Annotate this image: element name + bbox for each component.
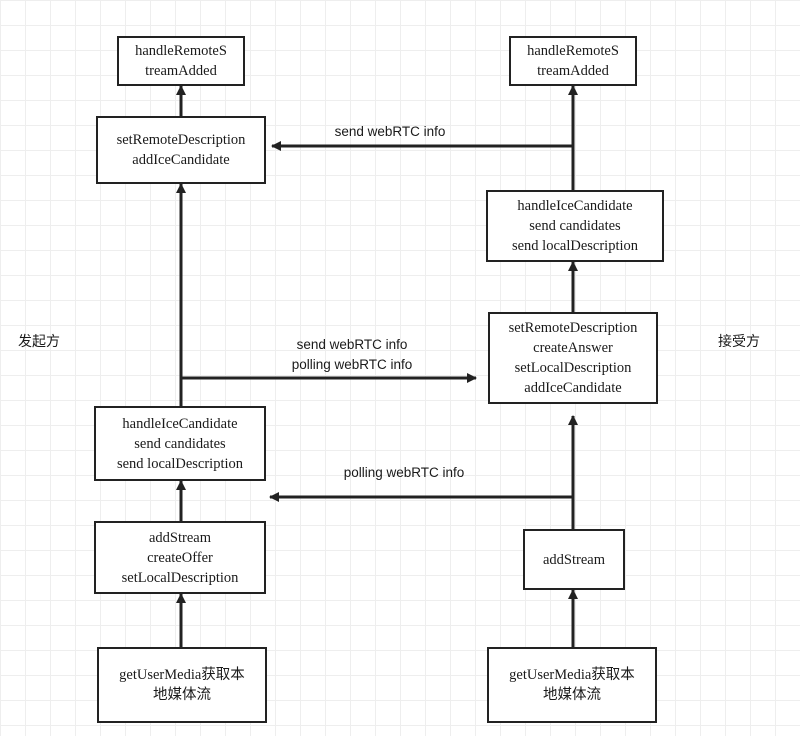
receiver-handle-remote-stream-label: handleRemoteS treamAdded bbox=[527, 43, 619, 79]
receiver-handle-ice-label: handleIceCandidate send candidates send … bbox=[511, 198, 639, 254]
receiver-set-remote-label: setRemoteDescription createAnswer setLoc… bbox=[508, 320, 638, 396]
initiator-handle-remote-stream-label: handleRemoteS treamAdded bbox=[135, 43, 227, 79]
message-label-initiator-to-receiver: send webRTC info polling webRTC info bbox=[291, 337, 413, 372]
receiver-set-remote-box: setRemoteDescription createAnswer setLoc… bbox=[488, 312, 658, 404]
initiator-handle-ice-box: handleIceCandidate send candidates send … bbox=[94, 406, 266, 481]
initiator-add-stream-box: addStream createOffer setLocalDescriptio… bbox=[94, 521, 266, 594]
receiver-handle-ice-box: handleIceCandidate send candidates send … bbox=[486, 190, 664, 262]
receiver-handle-remote-stream-box: handleRemoteS treamAdded bbox=[509, 36, 637, 86]
receiver-side-label: 接受方 bbox=[718, 334, 760, 350]
initiator-add-stream-label: addStream createOffer setLocalDescriptio… bbox=[121, 529, 239, 586]
receiver-add-stream-box: addStream bbox=[523, 529, 625, 590]
receiver-get-user-media-box: getUserMedia获取本 地媒体流 bbox=[487, 647, 657, 723]
receiver-get-user-media-label: getUserMedia获取本 地媒体流 bbox=[509, 667, 635, 703]
initiator-handle-ice-label: handleIceCandidate send candidates send … bbox=[116, 415, 244, 472]
receiver-add-stream-label: addStream bbox=[542, 551, 605, 568]
initiator-side-label: 发起方 bbox=[18, 334, 60, 350]
initiator-set-remote-label: setRemoteDescription addIceCandidate bbox=[116, 132, 246, 168]
initiator-handle-remote-stream-box: handleRemoteS treamAdded bbox=[117, 36, 245, 86]
initiator-set-remote-box: setRemoteDescription addIceCandidate bbox=[96, 116, 266, 184]
initiator-get-user-media-box: getUserMedia获取本 地媒体流 bbox=[97, 647, 267, 723]
message-label-receiver-to-initiator-bottom: polling webRTC info bbox=[343, 465, 465, 480]
initiator-get-user-media-label: getUserMedia获取本 地媒体流 bbox=[119, 667, 245, 703]
message-label-receiver-to-initiator-top: send webRTC info bbox=[334, 124, 446, 139]
